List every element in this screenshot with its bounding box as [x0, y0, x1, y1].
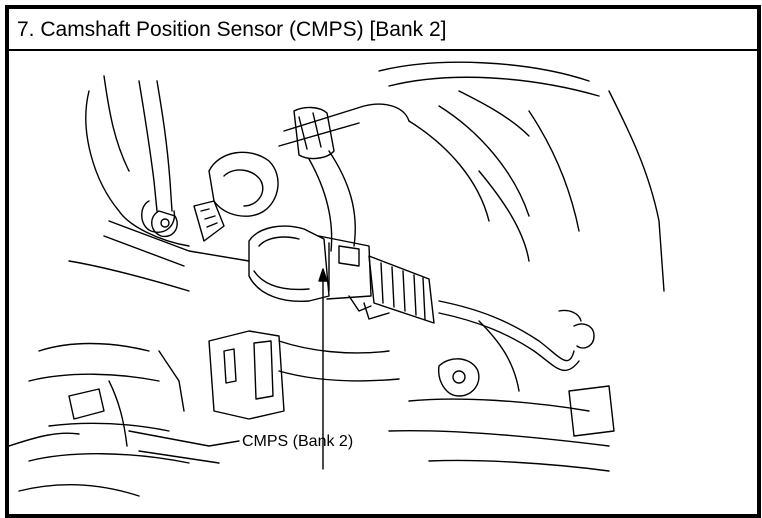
upper-left-housing — [85, 75, 279, 247]
lower-right-block — [278, 320, 615, 472]
hose-clamp — [278, 103, 410, 252]
title-bar: 7. Camshaft Position Sensor (CMPS) [Bank… — [9, 9, 757, 51]
lower-left-block — [9, 330, 285, 497]
left-bracket — [68, 200, 250, 292]
page-title: 7. Camshaft Position Sensor (CMPS) [Bank… — [17, 18, 447, 41]
intake-body — [378, 61, 665, 292]
callout-leader — [318, 268, 328, 470]
left-pipe — [138, 80, 176, 233]
diagram-frame: 7. Camshaft Position Sensor (CMPS) [Bank… — [5, 5, 761, 518]
cmps-callout-label: CMPS (Bank 2) — [242, 433, 354, 450]
engine-illustration — [9, 61, 665, 497]
sensor-cable — [438, 300, 595, 372]
cmps-sensor — [248, 225, 435, 324]
